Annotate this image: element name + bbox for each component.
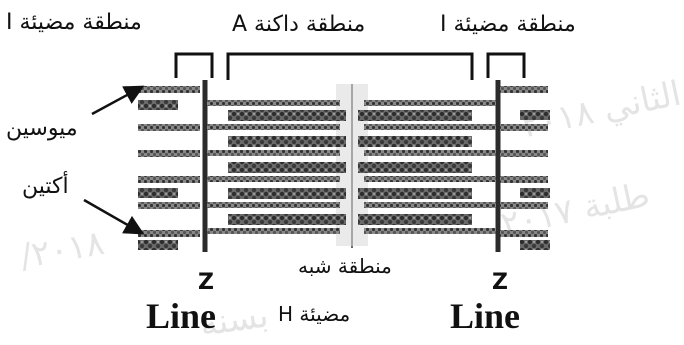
myosin-filament xyxy=(358,162,472,173)
myosin-stub xyxy=(520,240,550,250)
actin-filament xyxy=(500,150,548,157)
myosin-stub xyxy=(520,110,550,120)
myosin-filament xyxy=(228,162,346,173)
myosin-group xyxy=(228,110,472,225)
myosin-filament xyxy=(358,188,472,199)
actin-filament xyxy=(500,176,548,183)
myosin-filament xyxy=(228,136,346,147)
line-left-label: Line xyxy=(146,296,217,336)
actin-filament xyxy=(364,176,496,182)
actin-filament xyxy=(207,228,340,234)
i-band-right-bracket xyxy=(486,52,526,78)
actin-left-group xyxy=(138,86,340,237)
myosin-filament xyxy=(228,188,346,199)
edge-stubs xyxy=(138,100,550,250)
actin-filament xyxy=(500,230,548,237)
actin-filament xyxy=(500,202,548,209)
myosin-stub xyxy=(138,240,178,250)
myosin-filament xyxy=(228,110,346,121)
actin-filament xyxy=(138,124,200,131)
myosin-stub xyxy=(138,100,178,110)
sarcomere-diagram: الثاني ٢٠١٨ طلبة ٢٠١٧ ٢٠١٨/ بسنة xyxy=(6,10,684,345)
actin-filament xyxy=(207,176,340,182)
actin-filament xyxy=(364,150,496,156)
i-band-left-label: منطقة مضيئة I xyxy=(6,10,142,35)
a-band-bracket xyxy=(226,52,474,80)
actin-filament xyxy=(364,124,496,130)
h-zone-label-line1: منطقة شبه xyxy=(298,254,392,278)
myosin-arrow xyxy=(91,85,145,116)
actin-right-group xyxy=(364,86,548,237)
actin-filament xyxy=(207,150,340,156)
actin-filament xyxy=(138,176,200,183)
actin-filament xyxy=(138,230,200,237)
z-line-right-label: Z xyxy=(492,270,508,295)
actin-filament xyxy=(207,124,340,130)
actin-filament xyxy=(207,202,340,208)
myosin-filament xyxy=(358,110,472,121)
actin-filament xyxy=(138,150,200,157)
i-band-left-bracket xyxy=(174,52,214,78)
h-zone-label-line2: مضيئة H xyxy=(278,302,351,326)
a-band-label: منطقة داكنة A xyxy=(232,12,366,37)
actin-filament xyxy=(138,202,200,209)
myosin-filament xyxy=(358,136,472,147)
myosin-stub xyxy=(138,188,178,198)
line-right-label: Line xyxy=(450,296,521,336)
actin-filament xyxy=(364,202,496,208)
actin-filament xyxy=(364,228,496,234)
actin-arrow xyxy=(83,198,145,235)
actin-filament xyxy=(500,86,548,93)
actin-filament xyxy=(207,100,340,106)
myosin-stub xyxy=(520,188,550,198)
myosin-filament xyxy=(228,214,346,225)
z-line-left-label: Z xyxy=(198,270,214,295)
actin-filament xyxy=(500,124,548,131)
actin-filament xyxy=(364,100,496,106)
i-band-right-label: منطقة مضيئة I xyxy=(440,12,576,37)
actin-filament xyxy=(138,86,200,93)
sarcomere-drawing xyxy=(83,52,550,252)
myosin-filament xyxy=(358,214,472,225)
myosin-label: ميوسين xyxy=(6,116,78,141)
actin-label: أكتين xyxy=(22,174,69,199)
